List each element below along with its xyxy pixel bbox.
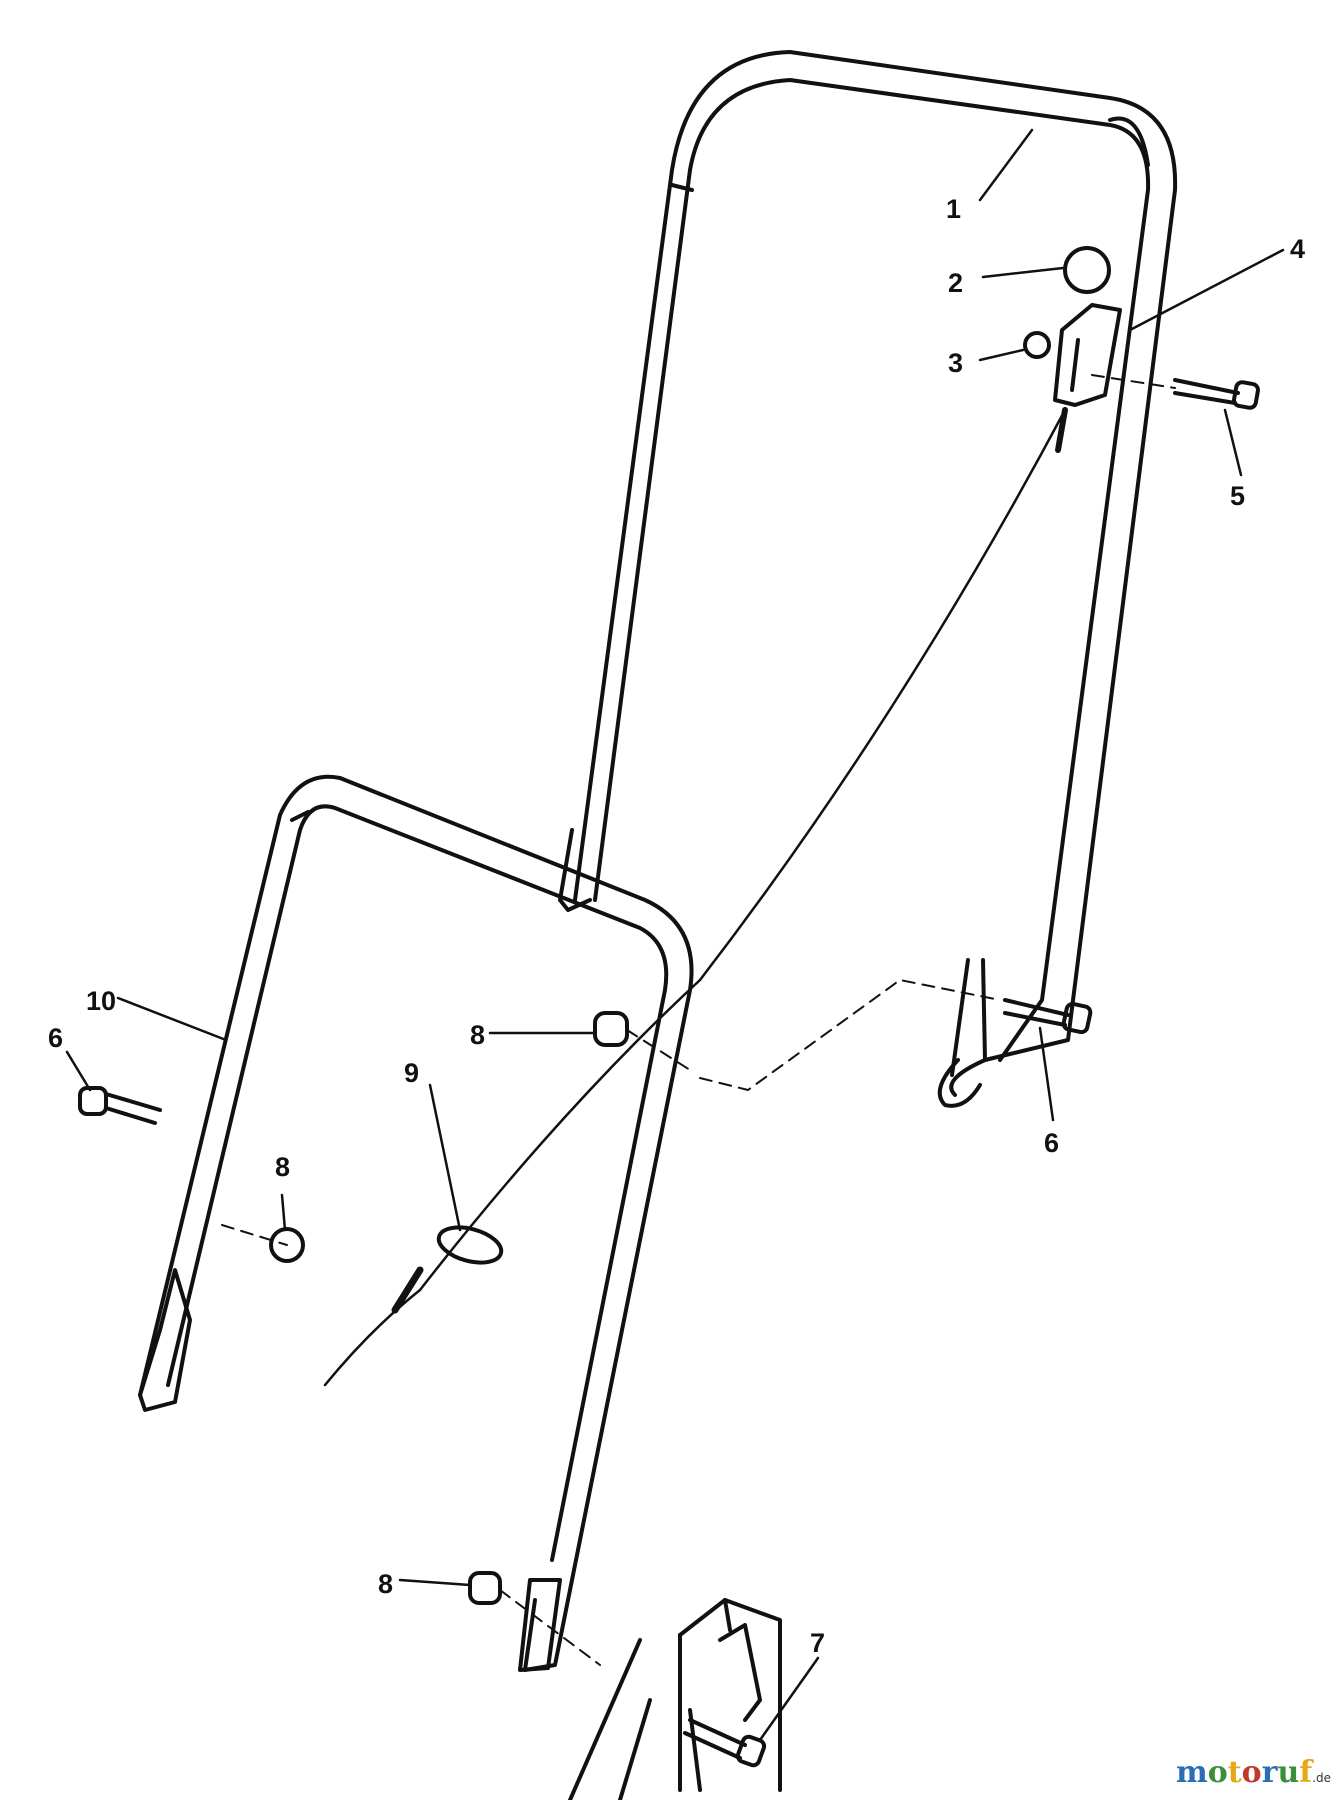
watermark-logo: motoruf: [1176, 1755, 1312, 1790]
upper-handle: [558, 50, 1178, 1108]
nut-8-upper: [593, 1011, 629, 1047]
assembly-lines: [221, 374, 1176, 1666]
bolt-6-right: [1003, 998, 1093, 1035]
leader-5: [1223, 408, 1243, 477]
cable-clip: [391, 1225, 504, 1314]
callout-3: 3: [948, 348, 963, 378]
leader-6a: [65, 1050, 92, 1092]
mower-bracket: [568, 1598, 782, 1800]
nut-3: [1023, 331, 1051, 359]
callout-4: 4: [1290, 234, 1305, 264]
watermark-letter: o: [1207, 1755, 1228, 1790]
callout-10: 10: [86, 986, 116, 1016]
motoruf-watermark: motoruf.de: [1176, 1755, 1331, 1790]
watermark-letter: t: [1227, 1755, 1242, 1790]
leader-3: [978, 348, 1025, 362]
callout-5: 5: [1230, 481, 1245, 511]
nut-8-lower: [468, 1571, 502, 1605]
callout-2: 2: [948, 268, 963, 298]
callout-8-lower: 8: [378, 1569, 393, 1599]
bolt-6-left: [78, 1086, 162, 1125]
callout-6-left: 6: [48, 1023, 63, 1053]
throttle-control: [1053, 303, 1122, 407]
callout-6-right: 6: [1044, 1128, 1059, 1158]
control-cable: [323, 408, 1067, 1387]
leader-8c: [398, 1578, 472, 1587]
callout-8-upper: 8: [470, 1020, 485, 1050]
callout-7: 7: [810, 1628, 825, 1658]
watermark-letter: r: [1261, 1755, 1278, 1790]
watermark-letter: o: [1241, 1755, 1262, 1790]
leader-2: [981, 266, 1065, 279]
callout-1: 1: [946, 194, 961, 224]
leader-10: [116, 996, 228, 1042]
watermark-suffix: .de: [1312, 1771, 1331, 1785]
knob: [1063, 246, 1111, 294]
callout-9: 9: [404, 1058, 419, 1088]
leader-9: [428, 1083, 462, 1232]
leader-1: [978, 128, 1034, 202]
callout-leaders: [65, 128, 1285, 1742]
nut-8-left: [269, 1227, 305, 1263]
leader-8b: [280, 1193, 287, 1232]
watermark-letter: f: [1299, 1755, 1313, 1790]
watermark-letter: u: [1277, 1755, 1300, 1790]
callout-8-left: 8: [275, 1152, 290, 1182]
bolt-5: [1173, 378, 1260, 410]
leader-6b: [1038, 1026, 1055, 1122]
leader-7: [758, 1656, 820, 1742]
lower-handle: [138, 774, 694, 1672]
callout-labels: 1 2 3 4 5 6 6 7 8 8 8 9 10: [48, 194, 1305, 1658]
watermark-letter: m: [1176, 1755, 1208, 1790]
leader-4: [1128, 248, 1285, 332]
